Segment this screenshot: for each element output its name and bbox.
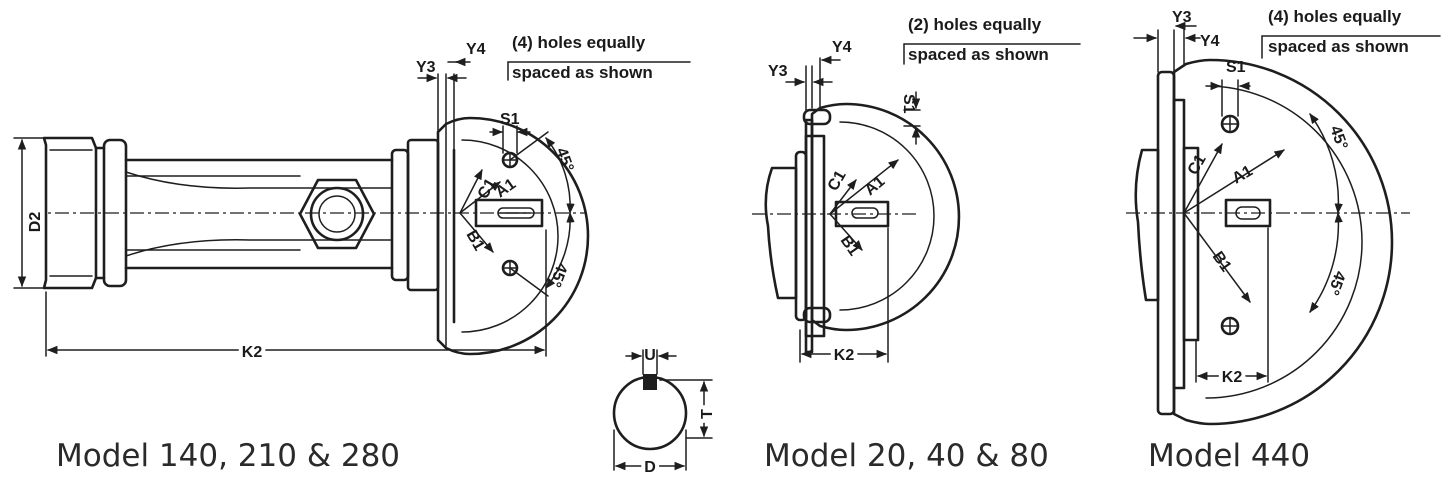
dim-s1-m440: S1 (1226, 59, 1246, 76)
model-20-drawing (752, 43, 1081, 363)
dim-d: D (644, 459, 656, 476)
model-140-drawing (13, 57, 691, 357)
dim-y4-m140: Y4 (466, 41, 486, 58)
dim-d2-m140: D2 (27, 212, 44, 233)
dim-k2-m140: K2 (242, 344, 263, 361)
caption-model-140: Model 140, 210 & 280 (56, 438, 401, 474)
dim-s1-m20: S1 (900, 94, 917, 114)
dim-k2-m20: K2 (834, 347, 855, 364)
caption-model-440: Model 440 (1148, 438, 1311, 474)
holes-note-line1-m20: (2) holes equally (908, 15, 1042, 34)
holes-note-line1-m440: (4) holes equally (1268, 7, 1402, 26)
dim-a1-m140: A1 (493, 176, 520, 202)
dim-y4-m440: Y4 (1200, 33, 1220, 50)
dim-y3-m20: Y3 (768, 63, 788, 80)
dim-t: T (699, 409, 716, 419)
dim-k2-m440: K2 (1222, 369, 1243, 386)
dim-y3-m140: Y3 (416, 59, 436, 76)
model-440-drawing (1126, 21, 1441, 426)
dim-a1-m20: A1 (862, 173, 889, 199)
dim-a1-m440: A1 (1230, 162, 1256, 187)
dim-angle-top-m140: 45° (552, 146, 576, 175)
holes-note-line2-m440: spaced as shown (1268, 37, 1409, 56)
dim-u: U (644, 347, 656, 364)
caption-model-20: Model 20, 40 & 80 (764, 438, 1049, 474)
holes-note-line2-m20: spaced as shown (908, 45, 1049, 64)
holes-note-line2-m140: spaced as shown (512, 63, 653, 82)
dim-y3-m440: Y3 (1172, 9, 1192, 26)
dim-angle-bottom-m440: 45° (1324, 269, 1348, 298)
dim-b1-m140: B1 (463, 228, 488, 254)
dim-b1-m20: B1 (837, 233, 863, 260)
dim-s1-m140: S1 (500, 111, 520, 128)
keyway-section-drawing (612, 349, 713, 471)
dim-y4-m20: Y4 (832, 39, 852, 56)
holes-note-line1-m140: (4) holes equally (512, 33, 646, 52)
dim-c1-m20: C1 (825, 168, 850, 194)
dim-angle-bottom-m140: 45° (546, 261, 570, 290)
